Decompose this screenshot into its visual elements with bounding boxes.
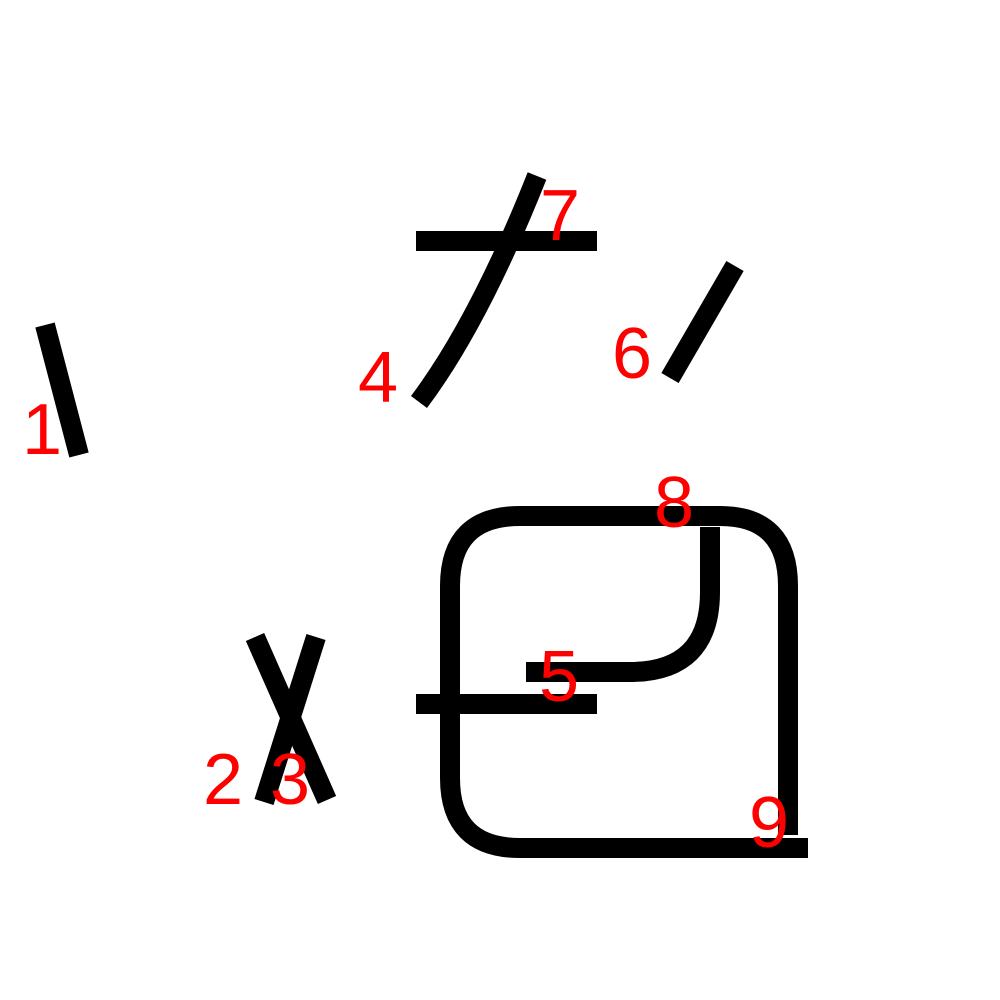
stroke-label-7: 7 xyxy=(540,176,580,256)
stroke-6 xyxy=(661,260,744,384)
stroke-label-3: 3 xyxy=(270,740,310,820)
stroke-label-2: 2 xyxy=(203,740,243,820)
stroke-8 xyxy=(526,527,720,682)
stroke-label-9: 9 xyxy=(749,783,789,863)
stroke-labels: 1 2 3 4 5 6 7 8 9 xyxy=(22,176,789,863)
stroke-label-5: 5 xyxy=(539,637,579,717)
stroke-label-1: 1 xyxy=(22,390,62,470)
stroke-1 xyxy=(35,322,89,458)
stroke-label-4: 4 xyxy=(358,338,398,418)
stroke-4 xyxy=(410,172,547,408)
stroke-label-6: 6 xyxy=(612,314,652,394)
stroke-label-8: 8 xyxy=(654,463,694,543)
strokes xyxy=(35,172,808,858)
stroke-3 xyxy=(254,633,326,806)
stroke-9 xyxy=(440,506,808,858)
